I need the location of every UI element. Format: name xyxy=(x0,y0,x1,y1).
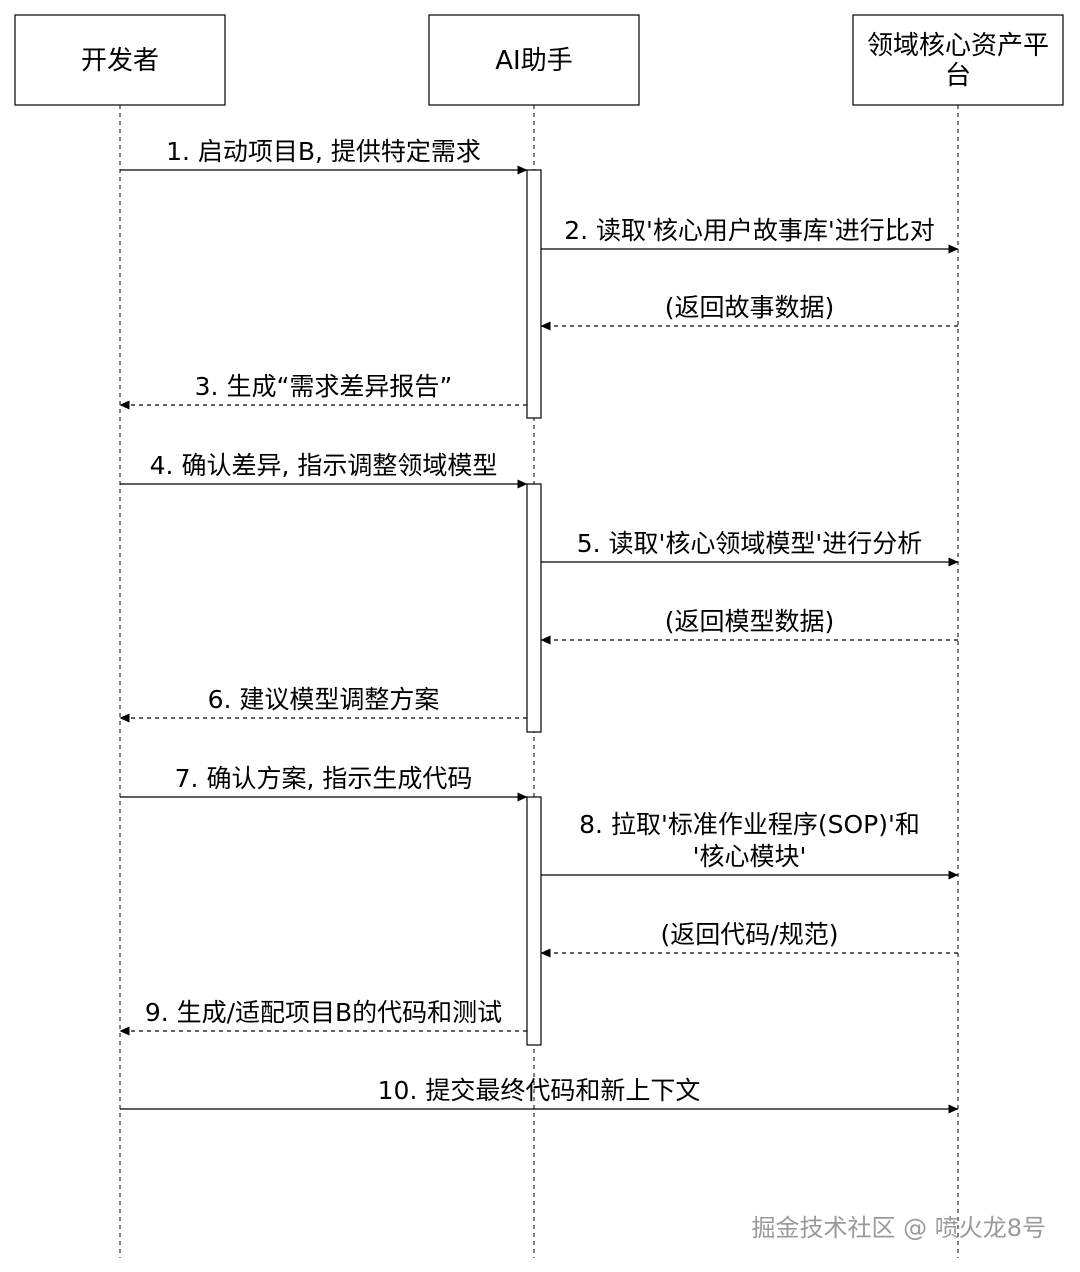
message-label: 1. 启动项目B, 提供特定需求 xyxy=(166,137,481,166)
message-9: 7. 确认方案, 指示生成代码 xyxy=(120,764,528,802)
message-label: 10. 提交最终代码和新上下文 xyxy=(378,1076,701,1105)
participant-box xyxy=(852,14,1064,106)
activation-bar xyxy=(526,483,542,733)
participant-label: AI助手 xyxy=(495,46,572,76)
message-label: (返回代码/规范) xyxy=(661,920,839,949)
message-6: 5. 读取'核心领域模型'进行分析 xyxy=(541,529,959,567)
participant-label: 台 xyxy=(945,61,971,91)
message-1: 1. 启动项目B, 提供特定需求 xyxy=(120,137,528,175)
message-label: 3. 生成“需求差异报告” xyxy=(195,372,453,401)
message-label: '核心模块' xyxy=(693,842,807,871)
message-10: 8. 拉取'标准作业程序(SOP)'和 '核心模块' xyxy=(541,810,959,880)
message-11: (返回代码/规范) xyxy=(540,920,958,958)
message-label: 7. 确认方案, 指示生成代码 xyxy=(175,764,473,793)
message-label: 9. 生成/适配项目B的代码和测试 xyxy=(145,998,502,1027)
message-label: (返回故事数据) xyxy=(665,293,835,322)
message-label: 4. 确认差异, 指示调整领域模型 xyxy=(150,451,498,480)
message-label: (返回模型数据) xyxy=(665,607,835,636)
participant-label: 开发者 xyxy=(81,46,159,76)
message-13: 10. 提交最终代码和新上下文 xyxy=(120,1076,959,1114)
message-2: 2. 读取'核心用户故事库'进行比对 xyxy=(541,216,959,254)
message-label: 2. 读取'核心用户故事库'进行比对 xyxy=(564,216,935,245)
message-label: 6. 建议模型调整方案 xyxy=(208,685,440,714)
message-3: (返回故事数据) xyxy=(540,293,958,331)
message-label: 8. 拉取'标准作业程序(SOP)'和 xyxy=(579,810,920,839)
participant-label: 领域核心资产平 xyxy=(867,31,1049,61)
activation-bar xyxy=(526,796,542,1046)
message-5: 4. 确认差异, 指示调整领域模型 xyxy=(120,451,528,489)
activation-bar xyxy=(526,169,542,419)
participant-dev: 开发者 xyxy=(14,14,226,106)
participant-box xyxy=(14,14,226,106)
message-12: 9. 生成/适配项目B的代码和测试 xyxy=(119,998,527,1036)
participant-ai: AI助手 xyxy=(428,14,640,106)
message-label: 5. 读取'核心领域模型'进行分析 xyxy=(577,529,923,558)
message-8: 6. 建议模型调整方案 xyxy=(119,685,527,723)
message-7: (返回模型数据) xyxy=(540,607,958,645)
message-4: 3. 生成“需求差异报告” xyxy=(119,372,527,410)
participant-box xyxy=(428,14,640,106)
watermark-text: 掘金技术社区 @ 喷火龙8号 xyxy=(751,1214,1046,1242)
